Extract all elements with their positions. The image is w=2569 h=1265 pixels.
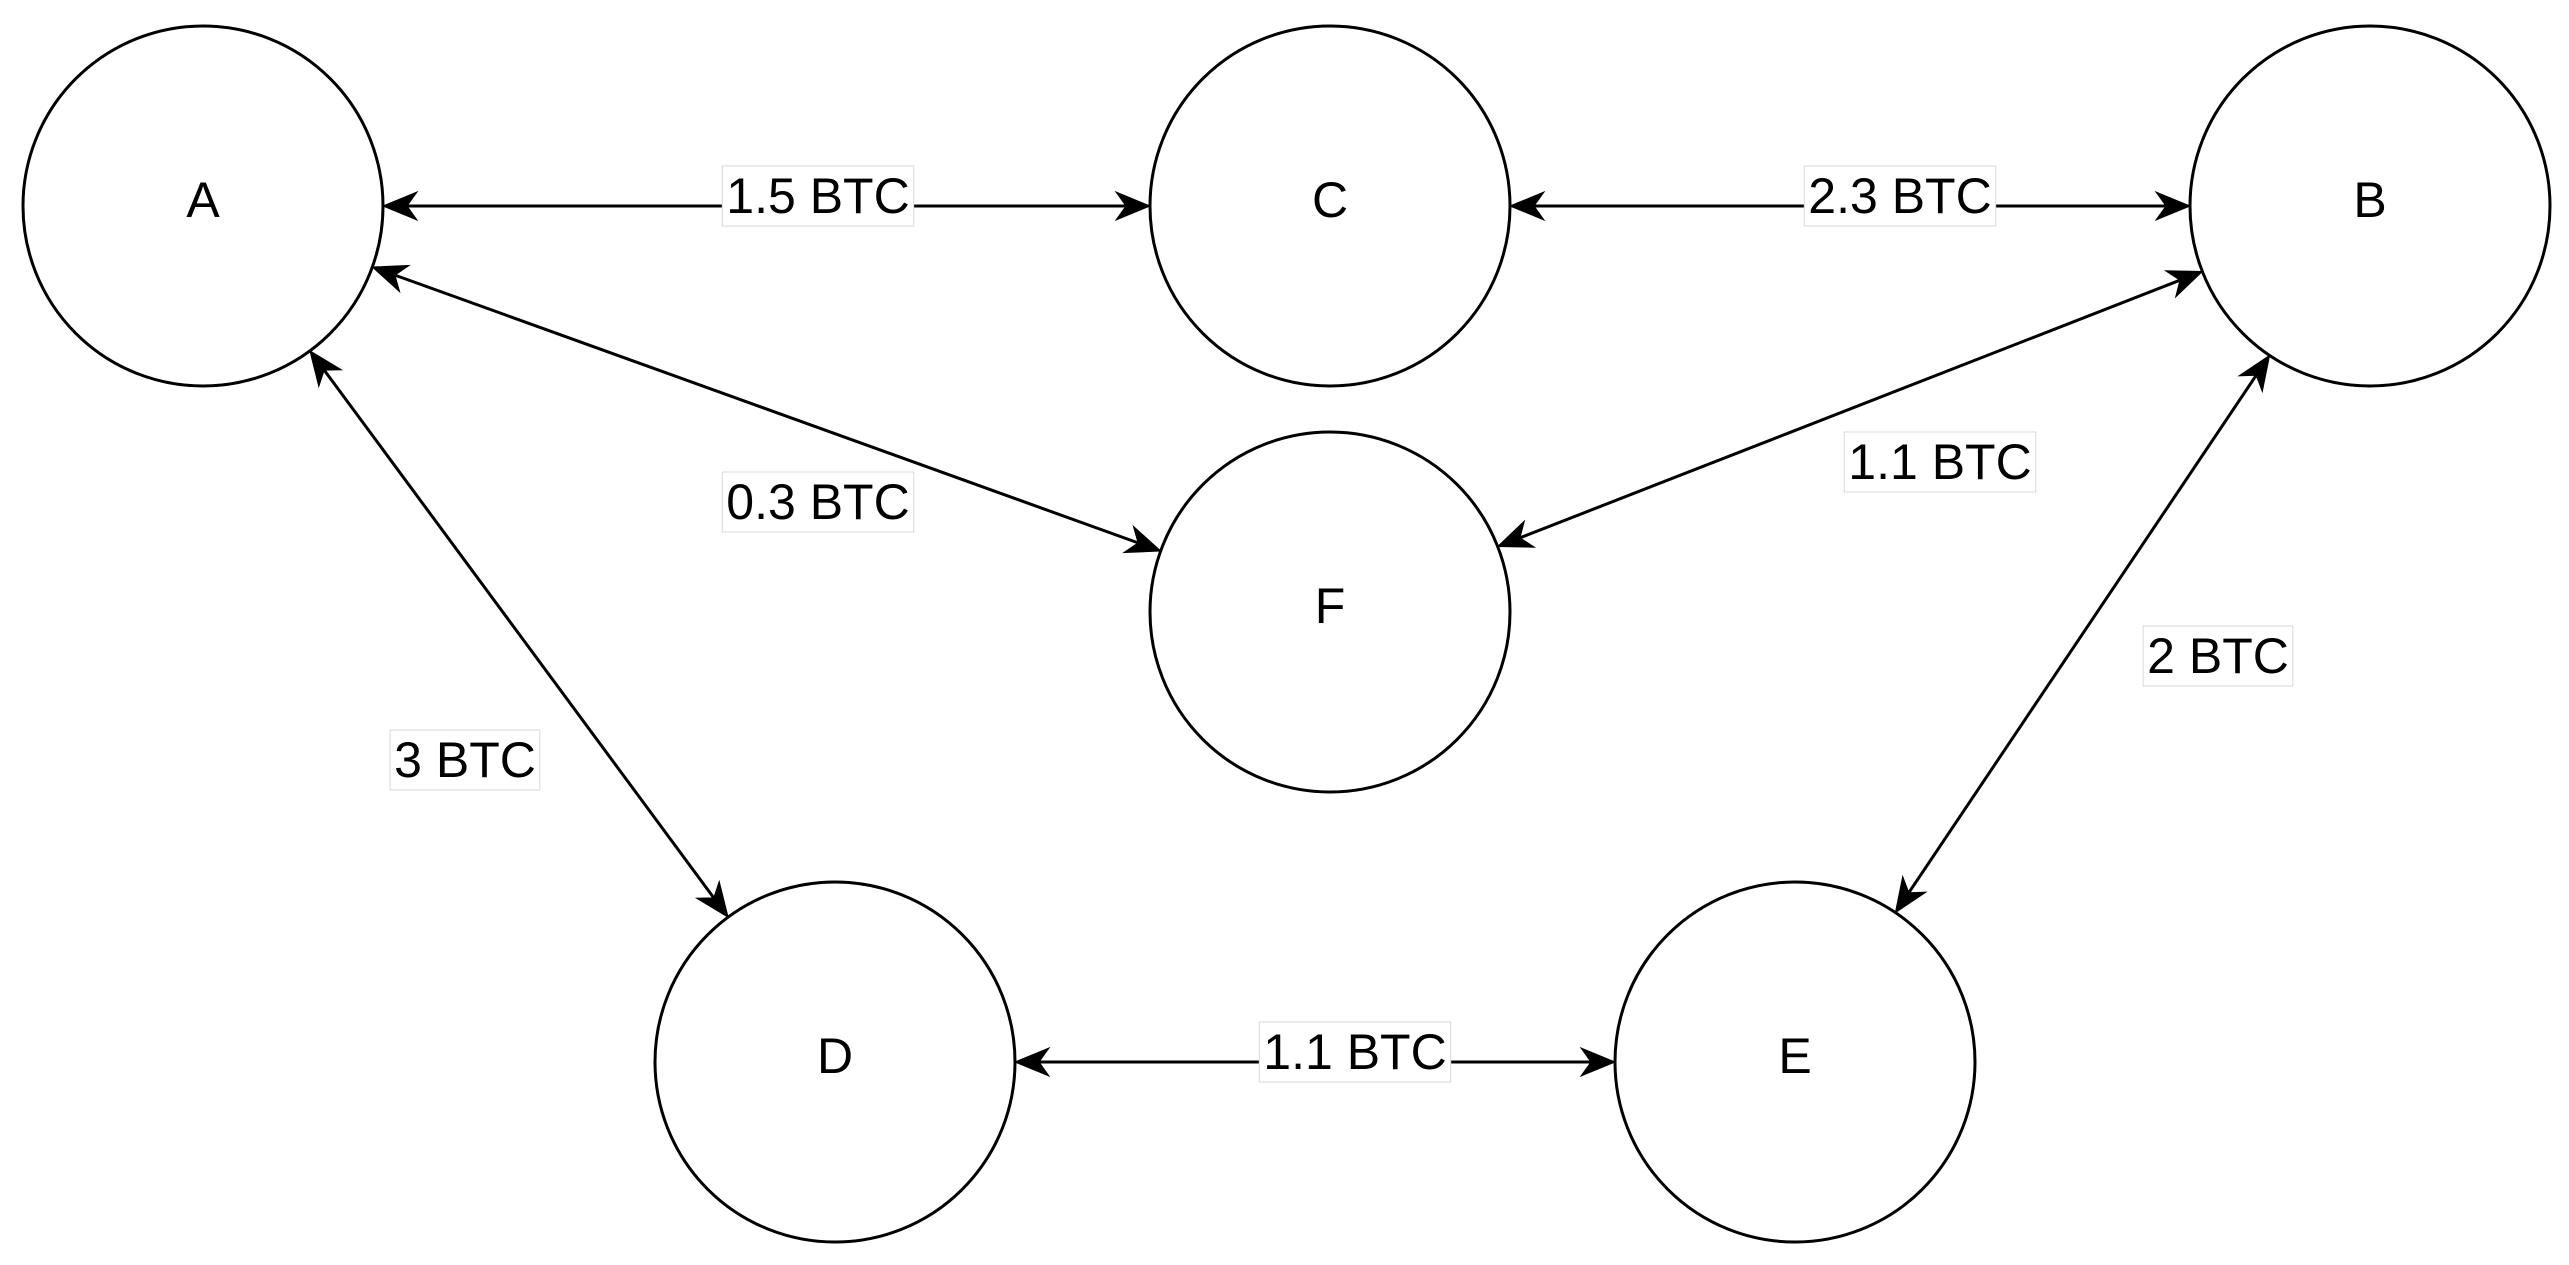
node-circle	[1148, 430, 1512, 794]
arrowhead-icon	[694, 879, 729, 919]
node-d: D	[653, 880, 1017, 1244]
arrowhead-icon	[309, 349, 344, 389]
edge-label-f-b: 1.1 BTC	[1843, 431, 2037, 493]
edge-label-d-e: 1.1 BTC	[1258, 1021, 1452, 1083]
arrowhead-icon	[1579, 1046, 1617, 1078]
node-label: C	[1312, 172, 1348, 228]
arrowhead-icon	[2237, 354, 2271, 394]
arrowhead-icon	[1508, 190, 1546, 222]
edge-label-text: 2 BTC	[2147, 628, 2289, 684]
edge-labels-layer: 1.5 BTC 2.3 BTC 0.3 BTC 1.1 BTC 3 BTC 2 BTC 1.…	[389, 165, 2294, 1083]
node-circle	[1613, 880, 1977, 1244]
edge-label-text: 1.5 BTC	[726, 168, 909, 224]
edge-label-background	[721, 165, 915, 227]
edge-a-f	[371, 264, 1162, 554]
arrowhead-icon	[1122, 524, 1162, 554]
edge-line-f-b	[1519, 278, 2181, 540]
node-label: E	[1778, 1028, 1811, 1084]
edge-f-b	[1496, 270, 2204, 548]
node-a: A	[21, 24, 385, 388]
edge-label-background	[1258, 1021, 1452, 1083]
edge-label-text: 2.3 BTC	[1808, 168, 1991, 224]
node-f: F	[1148, 430, 1512, 794]
edge-label-background	[1803, 165, 1997, 227]
edge-label-text: 0.3 BTC	[726, 474, 909, 530]
edge-label-background	[721, 471, 915, 533]
edge-line-b-e	[1907, 374, 2258, 894]
node-circle	[1148, 24, 1512, 388]
node-label: B	[2353, 172, 2386, 228]
edge-label-text: 1.1 BTC	[1263, 1024, 1446, 1080]
nodes-layer: A C B F D E	[21, 24, 2552, 1244]
node-circle	[21, 24, 385, 388]
arrowhead-icon	[1114, 190, 1152, 222]
node-circle	[2188, 24, 2552, 388]
node-label: A	[186, 172, 220, 228]
edge-label-text: 1.1 BTC	[1848, 434, 2031, 490]
edge-b-e	[1894, 354, 2271, 914]
edge-label-a-f: 0.3 BTC	[721, 471, 915, 533]
node-b: B	[2188, 24, 2552, 388]
arrowhead-icon	[2154, 190, 2192, 222]
edge-label-text: 3 BTC	[394, 732, 536, 788]
edge-line-a-f	[394, 273, 1139, 545]
edge-a-d	[309, 349, 729, 919]
edge-label-a-d: 3 BTC	[389, 729, 541, 791]
arrowhead-icon	[371, 264, 411, 294]
node-label: D	[817, 1028, 853, 1084]
node-e: E	[1613, 880, 1977, 1244]
node-c: C	[1148, 24, 1512, 388]
node-label: F	[1315, 578, 1346, 634]
arrowhead-icon	[1894, 874, 1928, 914]
arrowhead-icon	[2163, 270, 2204, 299]
arrowhead-icon	[1496, 519, 1537, 548]
arrowhead-icon	[381, 190, 419, 222]
edge-label-a-c: 1.5 BTC	[721, 165, 915, 227]
node-circle	[653, 880, 1017, 1244]
edge-label-background	[389, 729, 541, 791]
edge-line-a-d	[322, 369, 716, 899]
edge-label-background	[1843, 431, 2037, 493]
arrowhead-icon	[1013, 1046, 1051, 1078]
edge-label-background	[2142, 625, 2294, 687]
edge-label-c-b: 2.3 BTC	[1803, 165, 1997, 227]
edge-label-b-e: 2 BTC	[2142, 625, 2294, 687]
